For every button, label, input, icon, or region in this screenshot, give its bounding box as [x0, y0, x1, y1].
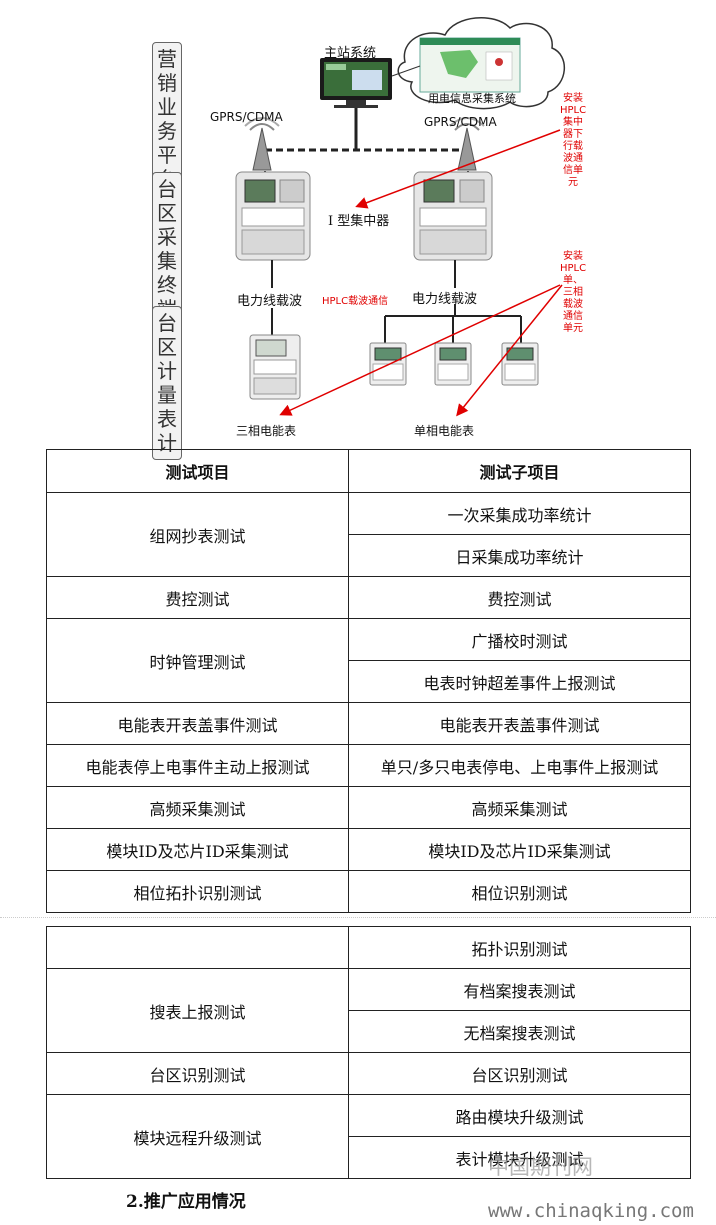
test-item-cell: 相位拓扑识别测试 [46, 870, 349, 913]
concentrator-label: I 型集中器 [328, 214, 390, 229]
test-subitem-cell: 有档案搜表测试 [348, 968, 691, 1011]
master-station-label: 主站系统 [324, 46, 377, 61]
test-subitem-cell: 电能表开表盖事件测试 [348, 702, 691, 745]
table-header-row: 测试项目测试子项目 [46, 449, 691, 493]
arrow-to-single-phase [456, 284, 563, 417]
table-row: 组网抄表测试一次采集成功率统计 [46, 492, 691, 577]
test-subitem-cell: 路由模块升级测试 [348, 1094, 691, 1137]
test-subitem-cell: 电表时钟超差事件上报测试 [348, 660, 691, 703]
test-item-cell: 电能表停上电事件主动上报测试 [46, 744, 349, 787]
table-row: 模块远程升级测试路由模块升级测试 [46, 1094, 691, 1179]
table-row: 台区识别测试台区识别测试 [46, 1052, 691, 1095]
test-item-cell: 模块ID及芯片ID采集测试 [46, 828, 349, 871]
table-row: 时钟管理测试广播校时测试 [46, 618, 691, 703]
table-row: 搜表上报测试有档案搜表测试 [46, 968, 691, 1053]
table-row: 电表时钟超差事件上报测试 [47, 660, 691, 703]
three-phase-meter-label: 三相电能表 [236, 424, 297, 438]
test-subitem-cell: 拓扑识别测试 [348, 926, 691, 969]
watermark-url: www.chinaqking.com [488, 1200, 694, 1222]
arrow-to-three-phase [279, 284, 561, 416]
section-heading: 2.推广应用情况 [126, 1192, 246, 1212]
test-subitem-cell: 费控测试 [348, 576, 691, 619]
single-phase-meter-3 [501, 342, 539, 386]
table-row: 相位拓扑识别测试相位识别测试 [46, 870, 691, 913]
table-row: 电能表停上电事件主动上报测试单只/多只电表停电、上电事件上报测试 [46, 744, 691, 787]
table-row: 高频采集测试高频采集测试 [46, 786, 691, 829]
header-test-subitem: 测试子项目 [348, 449, 691, 493]
test-subitem-cell: 台区识别测试 [348, 1052, 691, 1095]
test-item-cell: 费控测试 [46, 576, 349, 619]
single-phase-meter-label: 单相电能表 [414, 424, 475, 438]
side-label-metering: 台区计量表计 [152, 306, 182, 460]
table-row: 表计模块升级测试 [47, 1136, 691, 1179]
test-item-cell: 模块远程升级测试 [46, 1094, 349, 1179]
antenna-left-icon [244, 117, 280, 171]
test-subitem-cell: 相位识别测试 [348, 870, 691, 913]
test-subitem-cell: 广播校时测试 [348, 618, 691, 661]
test-subitem-cell: 表计模块升级测试 [348, 1136, 691, 1179]
cloud-label: 用电信息采集系统 [428, 92, 516, 105]
test-items-table-part2: 拓扑识别测试搜表上报测试有档案搜表测试无档案搜表测试台区识别测试台区识别测试模块… [46, 926, 691, 1179]
concentrator-left [235, 171, 311, 261]
table-row: 模块ID及芯片ID采集测试模块ID及芯片ID采集测试 [46, 828, 691, 871]
test-subitem-cell: 模块ID及芯片ID采集测试 [348, 828, 691, 871]
table-row: 拓扑识别测试 [46, 926, 691, 969]
table-row: 日采集成功率统计 [47, 534, 691, 577]
test-item-cell [46, 926, 349, 969]
arrow-to-concentrator [355, 129, 561, 209]
plc-right-label: 电力线载波 [412, 292, 478, 307]
side-label-collection-terminal: 台区采集终端 [152, 172, 182, 326]
diagram-graphics [235, 17, 566, 417]
gprs-right-label: GPRS/CDMA [424, 115, 497, 129]
test-item-cell: 时钟管理测试 [46, 618, 349, 703]
test-subitem-cell: 高频采集测试 [348, 786, 691, 829]
table-row: 无档案搜表测试 [47, 1010, 691, 1053]
antenna-right-icon [449, 117, 485, 171]
test-item-cell: 搜表上报测试 [46, 968, 349, 1053]
hplc-comm-label: HPLC载波通信 [322, 296, 389, 307]
test-subitem-cell: 单只/多只电表停电、上电事件上报测试 [348, 744, 691, 787]
table-row: 电能表开表盖事件测试电能表开表盖事件测试 [46, 702, 691, 745]
three-phase-meter [249, 334, 301, 400]
plc-left-label: 电力线载波 [237, 294, 303, 309]
gprs-left-label: GPRS/CDMA [210, 110, 283, 124]
concentrator-right [413, 171, 493, 261]
test-item-cell: 高频采集测试 [46, 786, 349, 829]
test-subitem-cell: 无档案搜表测试 [348, 1010, 691, 1053]
test-item-cell: 台区识别测试 [46, 1052, 349, 1095]
annotation-concentrator: 安装HPLC集中器下行载波通信单元 [560, 93, 587, 188]
table-row: 费控测试费控测试 [46, 576, 691, 619]
test-subitem-cell: 日采集成功率统计 [348, 534, 691, 577]
page-break-line [0, 917, 716, 918]
test-item-cell: 组网抄表测试 [46, 492, 349, 577]
watermark-site-name: 中国期刊网 [488, 1155, 593, 1179]
test-item-cell: 电能表开表盖事件测试 [46, 702, 349, 745]
test-subitem-cell: 一次采集成功率统计 [348, 492, 691, 535]
single-phase-meter-2 [434, 342, 472, 386]
header-test-item: 测试项目 [46, 449, 349, 493]
test-items-table-part1: 测试项目测试子项目组网抄表测试一次采集成功率统计日采集成功率统计费控测试费控测试… [46, 449, 691, 913]
annotation-meters: 安装HPLC单、三相载波通信单元 [560, 251, 587, 334]
